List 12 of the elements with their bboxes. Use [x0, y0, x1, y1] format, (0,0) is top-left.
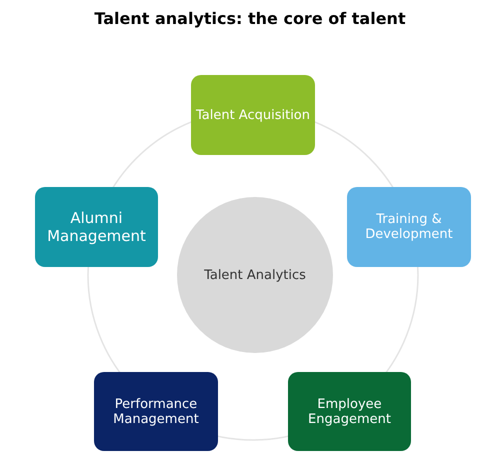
title: Talent analytics: the core of talent	[93, 9, 407, 28]
node-label: Alumni Management	[46, 209, 147, 245]
process-box	[191, 75, 315, 155]
process-box	[94, 372, 218, 451]
node-label: Talent Acquisition	[196, 108, 310, 122]
process-box	[347, 187, 471, 267]
node-label: Training & Development	[364, 212, 454, 242]
process-box	[288, 372, 411, 451]
node-label: Talent Analytics	[204, 268, 306, 282]
node-label: Performance Management	[112, 396, 200, 426]
node-label: Employee Engagement	[307, 396, 392, 426]
process-box	[35, 187, 158, 267]
